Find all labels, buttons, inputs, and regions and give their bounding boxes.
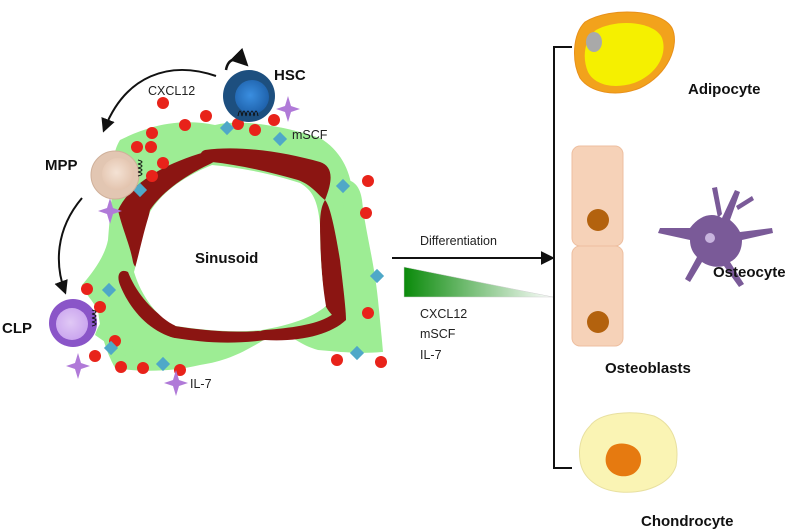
cxcl12-label: CXCL12 [148, 84, 195, 98]
il7-star [66, 353, 90, 379]
adipocyte-label: Adipocyte [688, 81, 761, 98]
lineage-bracket [553, 46, 572, 469]
mpp-to-clp-arrow [54, 197, 83, 295]
cxcl12-dot [375, 356, 387, 368]
mscf-diamond [369, 268, 385, 284]
mscf-label: mSCF [292, 128, 328, 142]
cxcl12-dot [268, 114, 280, 126]
clp-cell [49, 299, 97, 347]
cxcl12-dot [89, 350, 101, 362]
self-renewal-arrow [224, 47, 249, 71]
receptor-icon [91, 309, 97, 327]
gradient-cxcl12-label: CXCL12 [420, 307, 467, 321]
cxcl12-dot [179, 119, 191, 131]
cxcl12-dot [81, 283, 93, 295]
cxcl12-dots [76, 97, 387, 376]
differentiation-label: Differentiation [420, 234, 497, 248]
mpp-cell [90, 150, 143, 200]
osteoblasts-label: Osteoblasts [605, 360, 691, 377]
mscf-diamond [335, 178, 351, 194]
clp-label: CLP [2, 320, 32, 337]
cxcl12-dot [137, 362, 149, 374]
chondrocyte-cell [579, 412, 678, 493]
osteoblast-nucleus [587, 209, 609, 231]
cxcl12-dot [145, 141, 157, 153]
cxcl12-dot [174, 364, 186, 376]
sinusoid-label: Sinusoid [195, 250, 258, 267]
osteoblast-nucleus [587, 311, 609, 333]
cxcl12-dot [146, 127, 158, 139]
adipocyte-cell [574, 11, 675, 94]
cxcl12-dot [360, 207, 372, 219]
il7-star [98, 198, 122, 224]
il7-star [164, 370, 188, 396]
mpp-label: MPP [45, 157, 78, 174]
cxcl12-dot [362, 307, 374, 319]
hsc-cell [223, 70, 275, 122]
cxcl12-dot [232, 118, 244, 130]
gradient-mscf-label: mSCF [420, 327, 456, 341]
osteocyte-nucleus [705, 233, 715, 243]
cxcl12-dot [200, 110, 212, 122]
cxcl12-dot [94, 301, 106, 313]
adipocyte-nucleus [586, 32, 602, 52]
gradient-wedge [403, 266, 554, 298]
gradient-il7-label: IL-7 [420, 348, 442, 362]
cxcl12-dot [362, 175, 374, 187]
receptor-icon [137, 159, 143, 177]
hsc-label: HSC [274, 67, 306, 84]
cxcl12-dot [331, 354, 343, 366]
receptor-icon [237, 110, 259, 117]
cxcl12-dot [157, 157, 169, 169]
il7-label: IL-7 [190, 377, 212, 391]
sinusoid-lumen [134, 165, 326, 332]
chondrocyte-nucleus [605, 443, 642, 477]
mscf-diamond [103, 340, 119, 356]
cxcl12-dot [115, 361, 127, 373]
chondrocyte-label: Chondrocyte [641, 513, 734, 530]
mscf-diamond [272, 131, 288, 147]
cxcl12-dot [249, 124, 261, 136]
il7-star [276, 96, 300, 122]
cxcl12-dot [146, 170, 158, 182]
osteocyte-label: Osteocyte [713, 264, 786, 281]
osteoblasts-cells [571, 145, 624, 347]
mscf-diamond [349, 345, 365, 361]
mscf-diamond [155, 356, 171, 372]
hsc-to-mpp-arrow [101, 68, 217, 133]
mscf-diamond [101, 282, 117, 298]
il7-stars [66, 96, 300, 396]
cxcl12-dot [131, 141, 143, 153]
cxcl12-dot [157, 97, 169, 109]
osteocyte-cell [658, 187, 773, 287]
